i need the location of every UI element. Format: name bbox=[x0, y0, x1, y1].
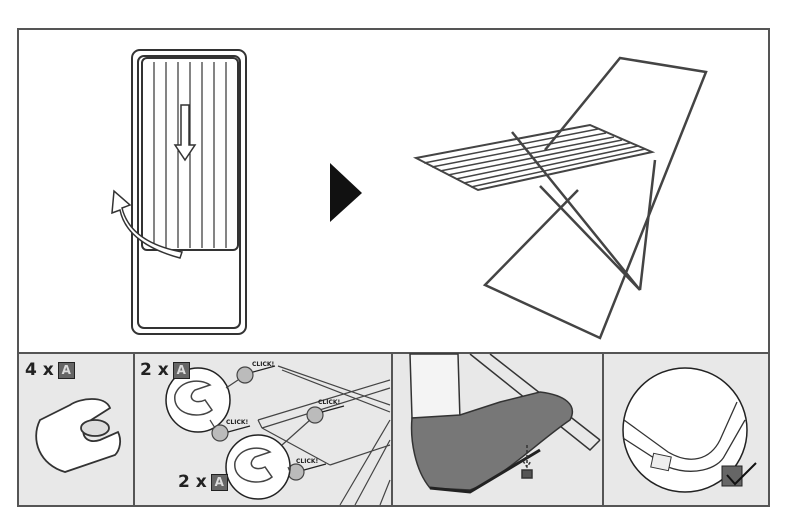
clip-attachment-illustration bbox=[165, 365, 391, 506]
open-rack-illustration bbox=[412, 56, 708, 340]
locked-detail-illustration bbox=[622, 367, 757, 493]
part-badge: A bbox=[172, 361, 190, 379]
click-label: CLICK! bbox=[252, 361, 275, 368]
click-label: CLICK! bbox=[226, 419, 249, 426]
checkmark-icon bbox=[726, 462, 757, 486]
quantity-text: 4 x bbox=[25, 360, 54, 380]
quantity-text: 2 x bbox=[178, 472, 207, 492]
click-label: CLICK! bbox=[296, 458, 319, 465]
folded-rack-illustration bbox=[111, 49, 247, 335]
check-box-icon bbox=[721, 465, 743, 487]
step1-quantity-label: 4 x A bbox=[25, 360, 75, 380]
clip-part-illustration bbox=[35, 398, 122, 473]
down-arrow-icon bbox=[173, 104, 197, 162]
step2-bottom-quantity-label: 2 x A bbox=[178, 472, 228, 492]
rotate-arrow-icon bbox=[111, 189, 183, 259]
foot-press-illustration bbox=[409, 353, 601, 494]
click-label: CLICK! bbox=[318, 399, 341, 406]
next-step-arrow-icon bbox=[330, 163, 362, 222]
step2-top-quantity-label: 2 x A bbox=[140, 360, 190, 380]
part-badge: A bbox=[210, 473, 228, 491]
quantity-text: 2 x bbox=[140, 360, 169, 380]
part-badge: A bbox=[57, 361, 75, 379]
